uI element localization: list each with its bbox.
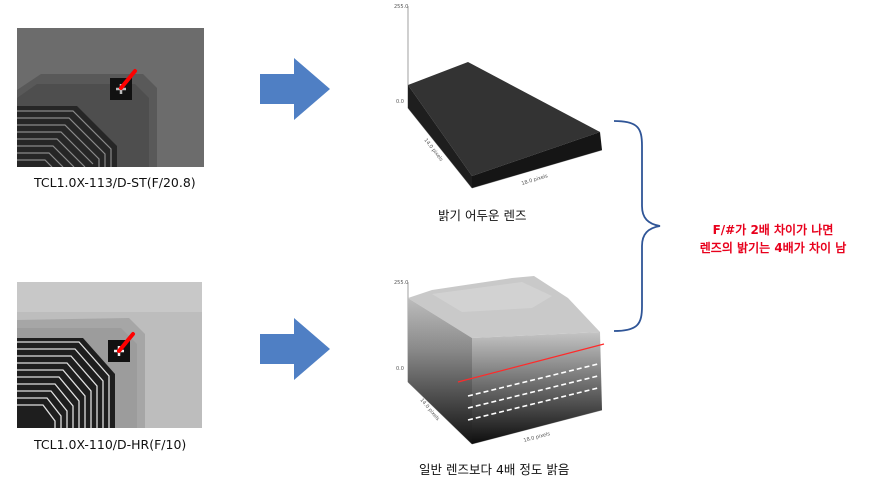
z-max-tick: 255.0: [394, 4, 408, 10]
plot-caption-bottom: 일반 렌즈보다 4배 정도 밝음: [419, 462, 570, 477]
z-max-tick: 255.0: [394, 280, 408, 286]
z-min-tick: 0.0: [396, 366, 404, 372]
lens-image-bright-graphic: [17, 282, 202, 428]
plot-caption-top: 밝기 어두운 렌즈: [438, 208, 527, 223]
right-arrow-icon: [260, 58, 330, 120]
image-caption-top: TCL1.0X-113/D-ST(F/20.8): [34, 175, 196, 190]
pointer-icon: [117, 332, 135, 353]
lens-image-dark: [17, 28, 204, 167]
lens-image-bright: [17, 282, 202, 428]
note-line-2: 렌즈의 밝기는 4배가 차이 남: [699, 241, 847, 255]
right-arrow-icon: [260, 318, 330, 380]
surface-plot-dark: 255.0 0.0 14.0 pixels 18.0 pixels: [394, 4, 603, 189]
pointer-icon: [119, 69, 137, 90]
note-line-1: F/#가 2배 차이가 나면: [712, 223, 834, 237]
z-min-tick: 0.0: [396, 99, 404, 105]
surface-plot-bright: 255.0 0.0 14.0 pixels 18.0 pixels: [394, 276, 605, 445]
brace-icon: [613, 120, 661, 332]
width-axis-label: 18.0 pixels: [523, 431, 551, 444]
image-caption-bottom: TCL1.0X-110/D-HR(F/10): [34, 437, 187, 452]
lens-image-dark-graphic: [17, 28, 204, 167]
width-axis-label: 18.0 pixels: [521, 173, 549, 187]
